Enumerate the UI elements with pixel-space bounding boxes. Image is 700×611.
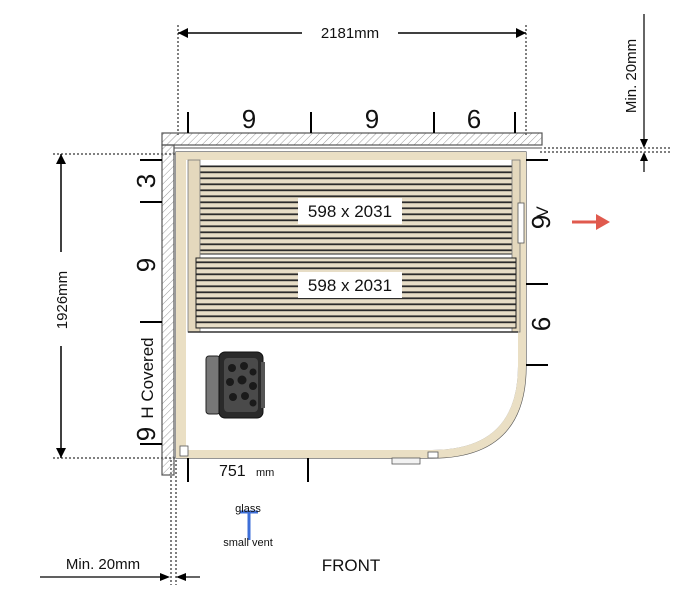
sauna-stove-icon [205, 351, 265, 419]
arrow-right-icon [572, 214, 610, 230]
bench-upper-label: 598 x 2031 [308, 202, 392, 221]
depth-label: 1926mm [54, 271, 71, 329]
door-width-value: 751 [219, 463, 246, 480]
width-label: 2181mm [321, 25, 379, 42]
door-width-unit: mm [256, 467, 274, 479]
bench-lower-label: 598 x 2031 [308, 276, 392, 295]
left-segment-3: 9 [131, 427, 161, 441]
clearance-top-label: Min. 20mm [623, 39, 640, 113]
walls [161, 132, 543, 476]
right-segment-2: 6 [526, 317, 556, 331]
left-dimension: 1926mm [53, 153, 178, 459]
top-segment-1: 9 [242, 104, 256, 134]
top-clearance: Min. 20mm [540, 14, 672, 172]
top-segment-3: 6 [467, 104, 481, 134]
top-dimension: 2181mm [177, 25, 527, 137]
vent: glass small vent [223, 503, 273, 549]
front-label: FRONT [322, 556, 381, 575]
left-covered-label: H Covered [138, 337, 157, 418]
top-wall-segments: 9 9 6 [187, 104, 516, 134]
left-clearance: Min. 20mm [40, 460, 200, 585]
right-wall-segments: 9 V 6 [517, 159, 556, 366]
bench-lower: 598 x 2031 [188, 257, 518, 333]
left-segment-2: 9 [131, 258, 161, 272]
vent-top-label: glass [235, 503, 261, 515]
left-segment-1: 3 [131, 174, 161, 188]
top-segment-2: 9 [365, 104, 379, 134]
door-dimension: 751 mm [187, 458, 309, 482]
clearance-left-label: Min. 20mm [66, 556, 140, 573]
right-vent-label: V [533, 206, 552, 218]
left-wall-segments: 3 9 9 H Covered [131, 159, 162, 445]
bench-upper: 598 x 2031 [187, 159, 521, 333]
right-segment-1: 9 [526, 215, 556, 229]
vent-bottom-label: small vent [223, 537, 273, 549]
